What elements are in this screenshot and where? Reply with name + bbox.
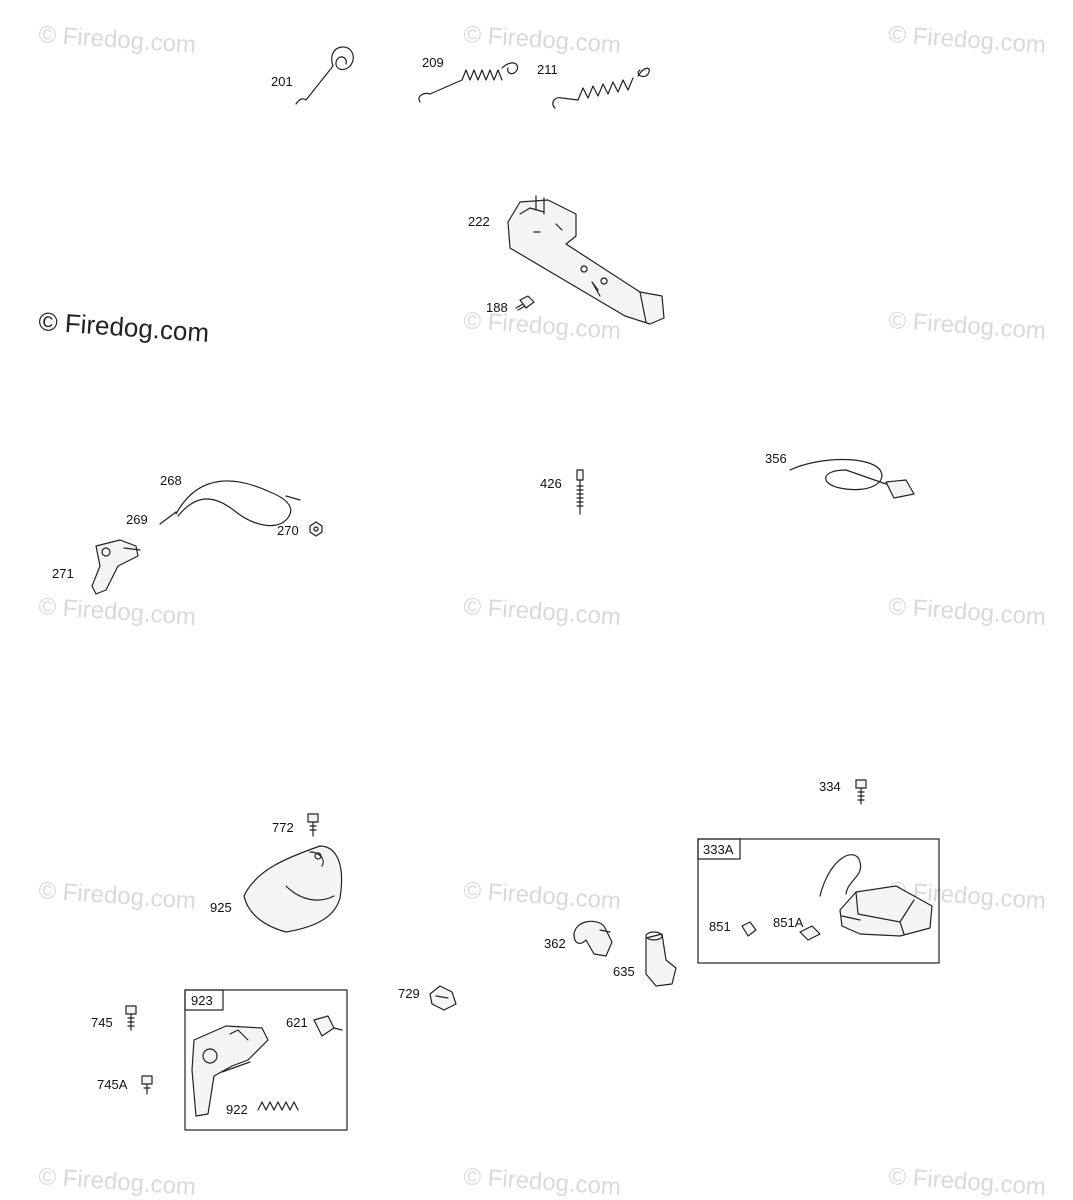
group-box-tag (697, 838, 741, 860)
part-270[interactable]: 270 (277, 521, 323, 538)
part-label-362: 362 (544, 936, 566, 951)
part-362[interactable]: 362 (544, 920, 613, 957)
part-label-925: 925 (210, 900, 232, 915)
watermark: © Firedog.com (38, 877, 197, 915)
part-201[interactable]: 201 (271, 46, 354, 105)
watermark: © Firedog.com (38, 21, 197, 59)
part-label-426: 426 (540, 476, 562, 491)
part-269[interactable]: 269 (126, 511, 177, 527)
part-label-188: 188 (486, 300, 508, 315)
part-label-268: 268 (160, 473, 182, 488)
part-label-621: 621 (286, 1015, 308, 1030)
part-211[interactable]: 211 (537, 62, 650, 109)
watermark: © Firedog.com (463, 877, 622, 915)
part-271[interactable]: 271 (52, 539, 141, 595)
watermarks: © Firedog.com © Firedog.com © Firedog.co… (38, 21, 1047, 1200)
part-label-745A: 745A (97, 1077, 128, 1092)
part-label-729: 729 (398, 986, 420, 1001)
part-268[interactable]: 268 (160, 473, 301, 527)
watermark: © Firedog.com (38, 1163, 197, 1200)
part-label-333A: 333A (703, 842, 734, 857)
watermark: © Firedog.com (463, 21, 622, 59)
group-box (184, 989, 348, 1131)
part-label-271: 271 (52, 566, 74, 581)
watermark-main: © Firedog.com (38, 306, 211, 348)
part-356[interactable]: 356 (765, 451, 915, 499)
part-209[interactable]: 209 (418, 55, 519, 103)
part-label-745: 745 (91, 1015, 113, 1030)
watermark: © Firedog.com (38, 593, 197, 631)
part-333A-group[interactable]: 333A 851 851A (697, 838, 940, 964)
part-label-922: 922 (226, 1102, 248, 1117)
part-label-270: 270 (277, 523, 299, 538)
part-745A[interactable]: 745A (97, 1075, 153, 1095)
part-label-222: 222 (468, 214, 490, 229)
part-745[interactable]: 745 (91, 1005, 137, 1031)
watermark: © Firedog.com (888, 593, 1047, 631)
part-426[interactable]: 426 (540, 469, 584, 515)
part-label-334: 334 (819, 779, 841, 794)
part-label-269: 269 (126, 512, 148, 527)
watermark: © Firedog.com (463, 593, 622, 631)
watermark: © Firedog.com (463, 1163, 622, 1200)
part-label-923: 923 (191, 993, 213, 1008)
part-label-211: 211 (537, 62, 558, 77)
part-label-201: 201 (271, 74, 293, 89)
part-label-851A: 851A (773, 915, 804, 930)
part-label-356: 356 (765, 451, 787, 466)
part-334[interactable]: 334 (819, 779, 867, 805)
group-box (697, 838, 940, 964)
part-222[interactable]: 222 (468, 195, 665, 325)
part-925[interactable]: 925 (210, 845, 343, 933)
watermark: © Firedog.com (888, 1163, 1047, 1200)
part-label-851: 851 (709, 919, 731, 934)
group-box-tag (184, 989, 224, 1011)
part-label-772: 772 (272, 820, 294, 835)
watermark: © Firedog.com (888, 21, 1047, 59)
part-label-209: 209 (422, 55, 444, 70)
part-label-635: 635 (613, 964, 635, 979)
part-923-group[interactable]: 923 621 922 (184, 989, 348, 1131)
part-188[interactable]: 188 (486, 295, 535, 315)
part-729[interactable]: 729 (398, 985, 457, 1011)
watermark: © Firedog.com (888, 307, 1047, 345)
part-772[interactable]: 772 (272, 813, 319, 837)
part-635[interactable]: 635 (613, 931, 677, 987)
